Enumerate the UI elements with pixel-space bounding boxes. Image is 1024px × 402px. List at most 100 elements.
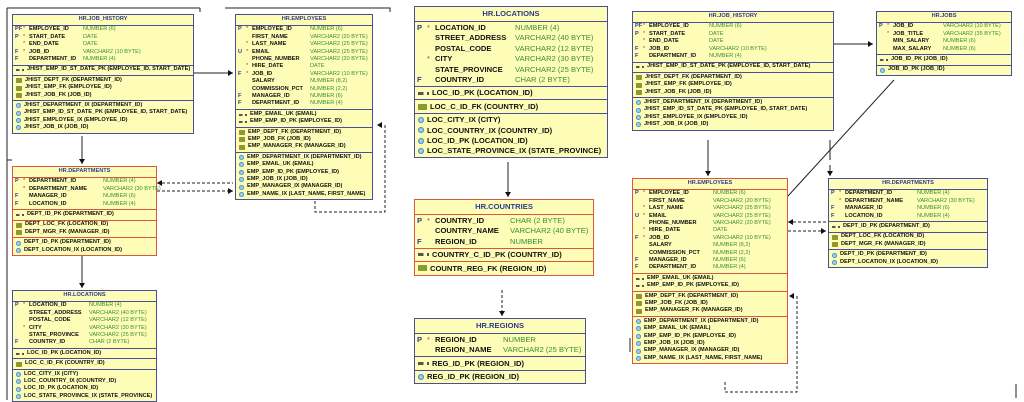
key-row[interactable]: EMP_EMAIL_UK (EMAIL) [633, 325, 787, 332]
key-row[interactable]: LOC_COUNTRY_IX (COUNTRY_ID) [13, 378, 156, 385]
key-row[interactable]: LOC_COUNTRY_IX (COUNTRY_ID) [415, 125, 607, 135]
key-row[interactable]: JHIST_EMP_FK (EMPLOYEE_ID) [633, 81, 833, 88]
key-row[interactable]: EMP_JOB_FK (JOB_ID) [633, 300, 787, 307]
key-row[interactable]: EMP_DEPARTMENT_IX (DEPARTMENT_ID) [236, 154, 372, 161]
key-row[interactable]: EMP_EMP_ID_PK (EMPLOYEE_ID) [633, 333, 787, 340]
key-row[interactable]: JHIST_EMP_ID_ST_DATE_PK (EMPLOYEE_ID, ST… [633, 64, 833, 71]
key-row[interactable]: REG_ID_PK (REGION_ID) [415, 358, 585, 368]
key-row[interactable]: EMP_EMP_ID_PK (EMPLOYEE_ID) [236, 169, 372, 176]
key-row[interactable]: LOC_ID_PK (LOCATION_ID) [13, 386, 156, 393]
key-row[interactable]: EMP_NAME_IX (LAST_NAME, FIRST_NAME) [633, 355, 787, 362]
key-row[interactable]: DEPT_ID_PK (DEPARTMENT_ID) [13, 211, 156, 218]
key-row[interactable]: LOC_CITY_IX (CITY) [13, 371, 156, 378]
key-row[interactable]: EMP_MANAGER_FK (MANAGER_ID) [236, 143, 372, 150]
key-row[interactable]: EMP_DEPT_FK (DEPARTMENT_ID) [633, 293, 787, 300]
key-row[interactable]: JHIST_DEPARTMENT_IX (DEPARTMENT_ID) [13, 102, 193, 109]
key-row[interactable]: EMP_EMAIL_UK (EMAIL) [633, 275, 787, 282]
key-row[interactable]: COUNTR_REG_FK (REGION_ID) [415, 263, 593, 273]
key-row[interactable]: DEPT_LOCATION_IX (LOCATION_ID) [829, 259, 987, 266]
key-row[interactable]: DEPT_MGR_FK (MANAGER_ID) [829, 241, 987, 248]
key-row[interactable]: JHIST_DEPT_FK (DEPARTMENT_ID) [13, 77, 193, 84]
key-row[interactable]: EMP_JOB_FK (JOB_ID) [236, 136, 372, 143]
key-row[interactable]: JHIST_JOB_FK (JOB_ID) [633, 89, 833, 96]
key-row[interactable]: EMP_NAME_IX (LAST_NAME, FIRST_NAME) [236, 191, 372, 198]
key-row[interactable]: JHIST_EMP_ID_ST_DATE_PK (EMPLOYEE_ID, ST… [13, 110, 193, 117]
key-row[interactable]: DEPT_MGR_FK (MANAGER_ID) [13, 229, 156, 236]
key-row[interactable]: EMP_EMP_ID_PK (EMPLOYEE_ID) [633, 282, 787, 289]
key-row[interactable]: JHIST_EMP_ID_ST_DATE_PK (EMPLOYEE_ID, ST… [13, 67, 193, 74]
key-row[interactable]: DEPT_LOCATION_IX (LOCATION_ID) [13, 247, 156, 254]
key-row[interactable]: DEPT_LOC_FK (LOCATION_ID) [829, 234, 987, 241]
key-row[interactable]: EMP_EMAIL_UK (EMAIL) [236, 111, 372, 118]
key-row[interactable]: DEPT_ID_PK (DEPARTMENT_ID) [829, 223, 987, 230]
key-row[interactable]: JHIST_JOB_IX (JOB_ID) [13, 124, 193, 131]
key-row[interactable]: LOC_CITY_IX (CITY) [415, 115, 607, 125]
key-row[interactable]: JOB_ID_PK (JOB_ID) [877, 67, 1011, 74]
key-row[interactable]: JHIST_JOB_IX (JOB_ID) [633, 121, 833, 128]
key-row[interactable]: LOC_STATE_PROVINCE_IX (STATE_PROVINCE) [415, 146, 607, 156]
key-row[interactable]: DEPT_ID_PK (DEPARTMENT_ID) [829, 251, 987, 258]
key-row[interactable]: JHIST_JOB_FK (JOB_ID) [13, 92, 193, 99]
key-row[interactable]: EMP_EMAIL_UK (EMAIL) [236, 161, 372, 168]
key-row[interactable]: JHIST_EMP_ID_ST_DATE_PK (EMPLOYEE_ID, ST… [633, 107, 833, 114]
key-row[interactable]: COUNTRY_C_ID_PK (COUNTRY_ID) [415, 250, 593, 260]
key-row[interactable]: JHIST_EMPLOYEE_IX (EMPLOYEE_ID) [13, 117, 193, 124]
key-row[interactable]: DEPT_LOC_FK (LOCATION_ID) [13, 222, 156, 229]
key-row[interactable]: LOC_ID_PK (LOCATION_ID) [415, 88, 607, 98]
key-row[interactable]: REG_ID_PK (REGION_ID) [415, 372, 585, 382]
key-row[interactable]: JHIST_DEPT_FK (DEPARTMENT_ID) [633, 74, 833, 81]
key-row[interactable]: JOB_ID_PK (JOB_ID) [877, 56, 1011, 63]
